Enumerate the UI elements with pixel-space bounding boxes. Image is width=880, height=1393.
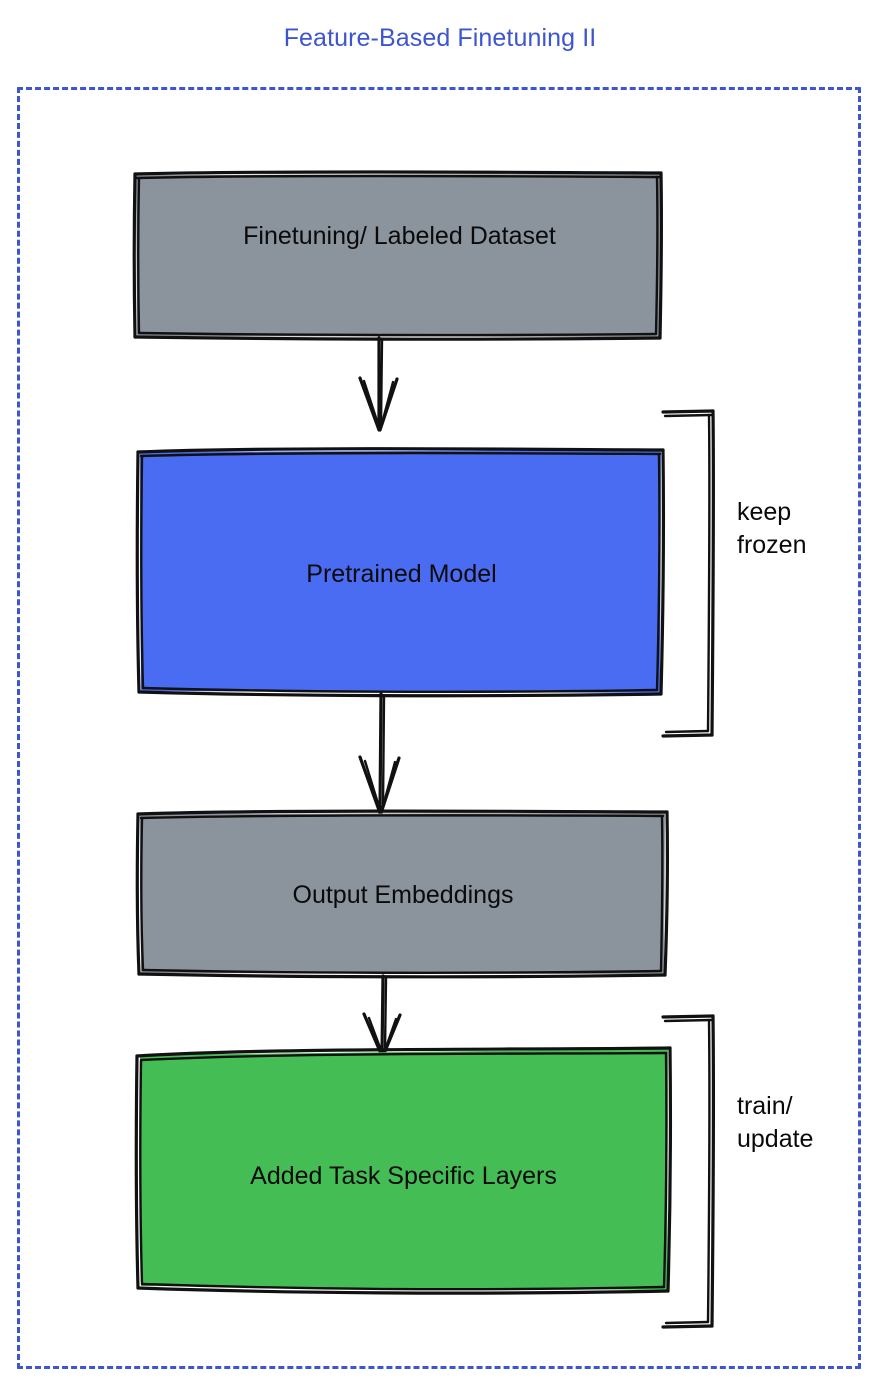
node-embeddings[interactable]: Output Embeddings bbox=[138, 812, 668, 976]
page-title: Feature-Based Finetuning II bbox=[283, 24, 597, 52]
node-task-layers-label: Added Task Specific Layers bbox=[250, 1162, 557, 1190]
annotation-keep-frozen: keep frozen bbox=[737, 498, 807, 559]
node-dataset-label: Finetuning/ Labeled Dataset bbox=[243, 222, 556, 250]
node-pretrained[interactable]: Pretrained Model bbox=[138, 450, 665, 696]
node-embeddings-label: Output Embeddings bbox=[292, 881, 514, 909]
annotation-train-update: train/ update bbox=[737, 1092, 814, 1153]
node-pretrained-label: Pretrained Model bbox=[306, 560, 497, 588]
node-dataset[interactable]: Finetuning/ Labeled Dataset bbox=[136, 172, 663, 340]
dashed-container bbox=[17, 87, 861, 1369]
node-task-layers[interactable]: Added Task Specific Layers bbox=[137, 1050, 670, 1292]
